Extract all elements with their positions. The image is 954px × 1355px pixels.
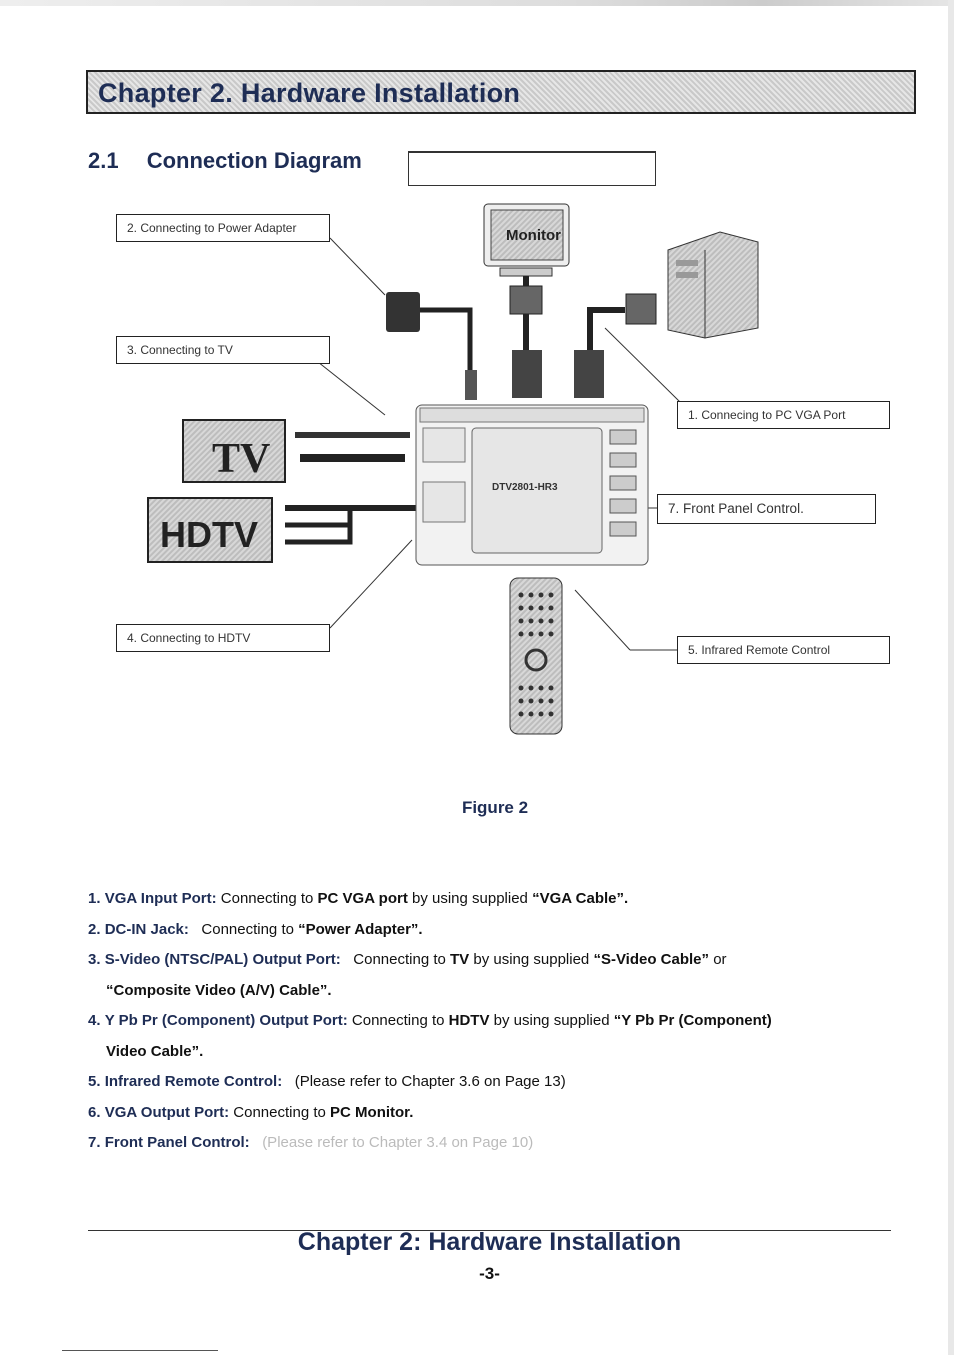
list-item-continuation: “Composite Video (A/V) Cable”.	[106, 981, 332, 999]
footer-rule	[88, 1230, 891, 1231]
list-item: 1. VGA Input Port: Connecting to PC VGA …	[88, 890, 629, 907]
hdtv-label: HDTV	[160, 514, 258, 555]
section-number: 2.1	[88, 148, 119, 173]
scan-top-edge	[0, 0, 954, 6]
callout-hdtv: 4. Connecting to HDTV	[116, 624, 330, 652]
list-item: 3. S-Video (NTSC/PAL) Output Port: Conne…	[88, 951, 727, 968]
list-item: 5. Infrared Remote Control: (Please refe…	[88, 1073, 566, 1090]
list-item: 2. DC-IN Jack: Connecting to “Power Adap…	[88, 920, 423, 938]
figure-caption: Figure 2	[461, 798, 529, 817]
hdtv-illustration: HDTV	[147, 497, 273, 563]
monitor-illustration: Monitor	[483, 203, 570, 277]
tv-label: TV	[212, 436, 270, 482]
port-description-list: 1. VGA Input Port: Connecting to PC VGA …	[88, 884, 888, 1159]
list-item-continuation: Video Cable”.	[106, 1042, 204, 1060]
dtv-box-illustration: DTV2801-HR3	[415, 404, 649, 566]
connection-diagram: Monitor TV HDTV DT	[147, 203, 759, 735]
section-title-text: Connection Diagram	[146, 148, 362, 173]
section-title: 2.1 Connection Diagram	[88, 148, 362, 174]
chapter-heading-bar: Chapter 2. Hardware Installation	[86, 70, 916, 114]
box-label: DTV2801-HR3	[492, 482, 558, 493]
bottom-rule	[62, 1350, 218, 1351]
list-item: 4. Y Pb Pr (Component) Output Port: Conn…	[88, 1012, 772, 1029]
leader-lines	[317, 237, 681, 651]
cables	[285, 276, 657, 545]
callout-power-adapter: 2. Connecting to Power Adapter	[116, 214, 330, 242]
remote-illustration	[509, 577, 563, 735]
callout-front-panel: 7. Front Panel Control.	[657, 494, 876, 524]
callout-pc-vga: 1. Connecing to PC VGA Port	[677, 401, 890, 429]
monitor-label: Monitor	[506, 227, 561, 244]
scan-right-edge	[948, 0, 954, 1355]
callout-remote: 5. Infrared Remote Control	[677, 636, 890, 664]
section-empty-box	[408, 151, 656, 186]
page-number: -3-	[479, 1264, 500, 1283]
footer-title: Chapter 2: Hardware Installation	[297, 1228, 682, 1256]
list-item: 6. VGA Output Port: Connecting to PC Mon…	[88, 1103, 414, 1121]
chapter-heading: Chapter 2. Hardware Installation	[98, 78, 521, 108]
list-item: 7. Front Panel Control: (Please refer to…	[88, 1134, 534, 1151]
pc-illustration	[667, 231, 759, 339]
callout-tv: 3. Connecting to TV	[116, 336, 330, 364]
tv-illustration: TV	[182, 419, 286, 483]
